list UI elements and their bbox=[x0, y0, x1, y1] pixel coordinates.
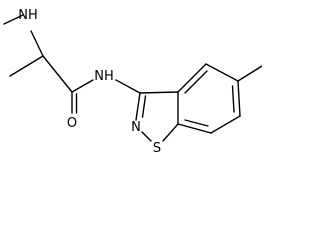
bond-alpha-c-to-methyl bbox=[9, 55, 44, 77]
bond-c6-to-c7 bbox=[210, 115, 241, 134]
bond-carbonyl-c-to-amide-n bbox=[71, 79, 94, 93]
bond-amine-n-to-alpha-c bbox=[30, 30, 44, 57]
bond-alpha-c-to-carbonyl-c bbox=[42, 55, 73, 93]
benzene-ring-bonds bbox=[177, 63, 262, 134]
bond-c4-to-c5 bbox=[205, 63, 239, 82]
atom-label-ring-n: N bbox=[131, 120, 141, 135]
bond-s1-to-c7a bbox=[162, 123, 179, 142]
bond-c5-to-c6-inner bbox=[231, 85, 235, 113]
bond-c3-to-n2 bbox=[135, 92, 141, 121]
bond-amide-n-to-ring-c3 bbox=[115, 79, 141, 94]
bond-methyl-to-amine-n bbox=[3, 14, 24, 25]
atom-label-carbonyl-o: O bbox=[67, 116, 77, 131]
bond-c3-to-n2-double bbox=[141, 95, 147, 118]
bond-n2-to-s1 bbox=[141, 131, 152, 142]
bond-c7-to-c7a-inner bbox=[184, 119, 209, 127]
bond-c3a-to-c4 bbox=[177, 63, 207, 93]
side-chain-bonds bbox=[3, 14, 141, 114]
atom-label-amine-nh: NH bbox=[18, 8, 38, 23]
bond-c3a-to-c4-inner bbox=[184, 70, 208, 94]
bond-c5-to-methyl bbox=[237, 65, 262, 82]
bond-c7-to-c7a bbox=[177, 123, 212, 134]
isothiazole-ring-bonds bbox=[135, 91, 179, 142]
atom-label-ring-s: S bbox=[153, 141, 161, 156]
atom-label-amide-nh: NH bbox=[94, 69, 114, 84]
bond-c5-to-c6 bbox=[237, 80, 241, 117]
bond-c3-to-c3a bbox=[139, 91, 179, 94]
chemical-structure: NH NH O N S bbox=[3, 8, 262, 156]
atom-labels: NH NH O N S bbox=[18, 8, 161, 156]
